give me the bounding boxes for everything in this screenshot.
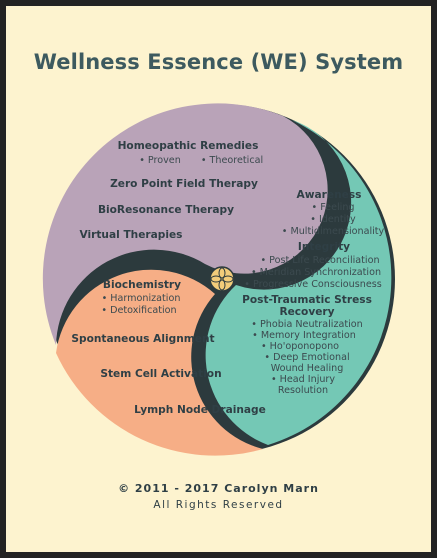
rights-line: All Rights Reserved: [153, 499, 284, 511]
biochemistry-heading: Biochemistry: [103, 279, 181, 291]
hooponopono-bullet: • Ho'oponopono: [261, 341, 339, 352]
head-injury-bullet: • Head Injury: [271, 374, 335, 385]
orange-region: [56, 269, 263, 456]
virtual-therapies: Virtual Therapies: [80, 229, 183, 241]
ptsr-heading-line2: Recovery: [279, 306, 334, 318]
homeopathic-remedies-heading: Homeopathic Remedies: [118, 140, 259, 152]
integrity-heading: Integrity: [298, 241, 350, 253]
zero-point-field-therapy: Zero Point Field Therapy: [110, 178, 258, 190]
diagram-title: Wellness Essence (WE) System: [33, 50, 404, 74]
lymph-node-drainage: Lymph Node Drainage: [134, 404, 266, 416]
teal-region: [205, 120, 392, 445]
phobia-neutralization-bullet: • Phobia Neutralization: [251, 319, 363, 330]
copyright-line: © 2011 - 2017 Carolyn Marn: [118, 482, 319, 495]
wound-healing-line: Wound Healing: [271, 363, 344, 374]
post-life-reconciliation-bullet: • Post Life Reconciliation: [260, 255, 379, 266]
detoxification-bullet: • Detoxification: [101, 305, 176, 316]
flower-emblem-icon: [209, 266, 235, 292]
stem-cell-activation: Stem Cell Activation: [100, 368, 221, 380]
feeling-bullet: • Feeling: [311, 202, 354, 213]
memory-integration-bullet: • Memory Integration: [252, 330, 356, 341]
ptsr-heading-line1: Post-Traumatic Stress: [242, 294, 372, 306]
deep-emotional-bullet: • Deep Emotional: [264, 352, 349, 363]
harmonization-bullet: • Harmonization: [102, 293, 181, 304]
meridian-synchronization-bullet: • Meridian Synchronization: [251, 267, 381, 278]
spontaneous-alignment: Spontaneous Alignment: [71, 333, 214, 345]
resolution-line: Resolution: [278, 385, 328, 396]
bioresonance-therapy: BioResonance Therapy: [98, 204, 234, 216]
identity-bullet: • Identity: [310, 214, 356, 225]
awareness-heading: Awareness: [297, 189, 362, 201]
theoretical-bullet: • Theoretical: [201, 155, 263, 166]
progressive-consciousness-bullet: • Progressive Consciousness: [244, 279, 381, 290]
multidimensionality-bullet: • Multidimensionality: [282, 226, 385, 237]
proven-bullet: • Proven: [139, 155, 181, 166]
purple-region: [42, 103, 328, 345]
